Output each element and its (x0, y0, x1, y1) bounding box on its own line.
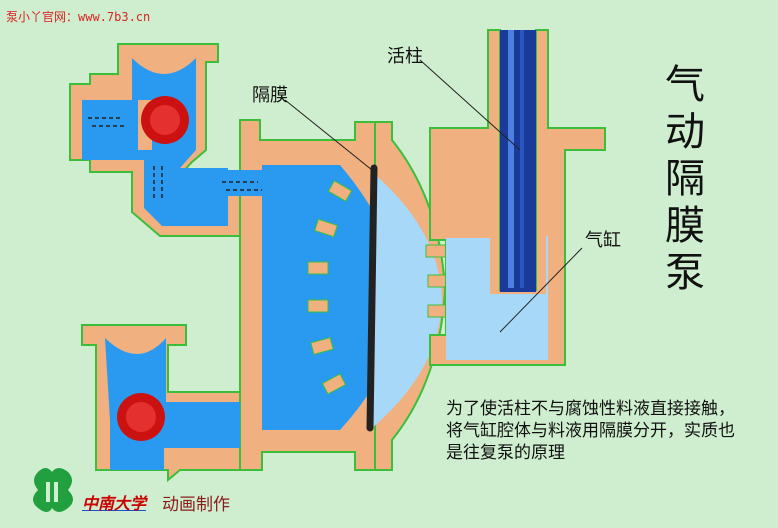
label-cylinder: 气缸 (585, 230, 621, 251)
credit-made: 动画制作 (162, 495, 230, 515)
piston-highlight (508, 30, 514, 288)
label-diaphragm: 隔膜 (252, 85, 288, 106)
school-logo (33, 468, 73, 512)
label-piston: 活柱 (387, 46, 423, 67)
outlet-liquid (82, 58, 228, 226)
upper-ball-highlight (150, 105, 180, 135)
caption-text: 为了使活柱不与腐蚀性料液直接接触，将气缸腔体与料液用隔膜分开，实质也是往复泵的原… (446, 399, 735, 463)
leader-lines (284, 59, 583, 333)
outlet-channel (224, 170, 278, 196)
piston-highlight-2 (520, 30, 524, 288)
right-chamber-liquid (372, 172, 442, 428)
diaphragm (366, 164, 378, 432)
flow-arrows (88, 117, 262, 200)
diagram-title: 气动隔膜泵 (665, 62, 705, 296)
right-grille (425, 244, 451, 318)
piston (500, 30, 536, 292)
credit-school: 中南大学 (82, 494, 147, 513)
left-grille (307, 180, 353, 395)
lower-ball-highlight (126, 402, 156, 432)
site-url: 泵小丫官网：www.7b3.cn (6, 10, 151, 24)
cylinder-liquid (446, 236, 548, 360)
